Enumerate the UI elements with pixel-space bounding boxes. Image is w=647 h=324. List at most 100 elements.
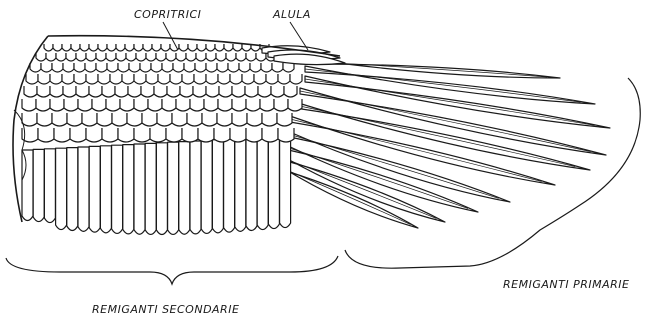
secondary-feather [156, 143, 167, 235]
covert-feather [202, 113, 217, 126]
covert-feather [37, 113, 52, 126]
covert-feather [262, 113, 277, 126]
covert-feather [228, 63, 239, 72]
secondary-feather [235, 139, 246, 232]
covert-feather [157, 113, 172, 126]
covert-feather [245, 86, 258, 97]
covert-feather [98, 74, 110, 84]
covert-feather [102, 86, 115, 97]
covert-feather [151, 63, 162, 72]
primary-feathers [270, 58, 610, 228]
covert-feather [162, 99, 176, 111]
covert-feather [97, 113, 112, 126]
covert-feather [182, 128, 198, 142]
covert-feather [120, 99, 134, 111]
covert-feather [215, 44, 224, 51]
covert-feather [134, 128, 150, 142]
secondary-feather [190, 141, 201, 234]
covert-feather [284, 86, 297, 97]
covert-feather [188, 44, 197, 51]
covert-feather [206, 74, 218, 84]
secondary-feather [134, 144, 145, 234]
covert-feather [86, 128, 102, 142]
covert-feather [166, 128, 182, 142]
secondary-feather [67, 148, 78, 231]
covert-feather [26, 74, 38, 84]
secondary-feather [145, 143, 156, 234]
covert-feather [134, 74, 146, 84]
covert-feather [187, 113, 202, 126]
covert-feather [214, 128, 230, 142]
covert-feather [50, 99, 64, 111]
label-copritrici: COPRITRICI [134, 8, 201, 21]
covert-feather [176, 53, 186, 61]
covert-feather [70, 128, 86, 142]
covert-feather [74, 63, 85, 72]
covert-feather [82, 113, 97, 126]
covert-feather [118, 63, 129, 72]
covert-feather [53, 44, 62, 51]
covert-feather [206, 53, 216, 61]
covert-feather [247, 113, 262, 126]
secondary-feather [112, 145, 123, 233]
secondary-feather [268, 137, 279, 229]
covert-feather [38, 128, 54, 142]
covert-feather [195, 63, 206, 72]
covert-feather [254, 74, 266, 84]
covert-feather [89, 86, 102, 97]
covert-feather [283, 63, 294, 72]
covert-feather [219, 86, 232, 97]
covert-feather [230, 128, 246, 142]
covert-feather [250, 63, 261, 72]
covert-feather [134, 44, 143, 51]
covert-feather [136, 53, 146, 61]
covert-feather [142, 113, 157, 126]
covert-feather [152, 44, 161, 51]
covert-feather [143, 44, 152, 51]
covert-feather [239, 63, 250, 72]
covert-feather [116, 44, 125, 51]
covert-feather [258, 86, 271, 97]
secondary-feather [201, 140, 212, 233]
covert-feather [67, 113, 82, 126]
covert-feather [173, 63, 184, 72]
covert-feather [128, 86, 141, 97]
covert-feather [194, 74, 206, 84]
covert-feather [56, 53, 66, 61]
covert-feather [24, 86, 37, 97]
covert-feather [172, 113, 187, 126]
covert-feather [127, 113, 142, 126]
secondary-feather [78, 147, 89, 231]
covert-feather [96, 63, 107, 72]
covert-feather [126, 53, 136, 61]
covert-feather [50, 86, 63, 97]
covert-feather [198, 128, 214, 142]
covert-feather [122, 74, 134, 84]
covert-feather [62, 44, 71, 51]
covert-feather [233, 44, 242, 51]
covert-feather [190, 99, 204, 111]
secondary-feather [44, 149, 55, 223]
covert-feather [271, 86, 284, 97]
covert-feather [261, 63, 272, 72]
covert-feather [63, 86, 76, 97]
covert-feather [179, 44, 188, 51]
covert-feather [246, 53, 256, 61]
covert-feather [92, 99, 106, 111]
covert-feather [64, 99, 78, 111]
secondary-feather [123, 145, 134, 234]
secondary-feather [33, 149, 44, 221]
covert-feather [196, 53, 206, 61]
secondary-feather [100, 146, 111, 233]
covert-feather [277, 113, 292, 126]
covert-feather [112, 113, 127, 126]
covert-feather [206, 44, 215, 51]
covert-feather [107, 44, 116, 51]
covert-feathers [22, 44, 302, 142]
covert-feather [162, 63, 173, 72]
covert-feather [54, 128, 70, 142]
brace-secondarie [6, 256, 338, 284]
covert-feather [186, 53, 196, 61]
covert-feather [272, 63, 283, 72]
